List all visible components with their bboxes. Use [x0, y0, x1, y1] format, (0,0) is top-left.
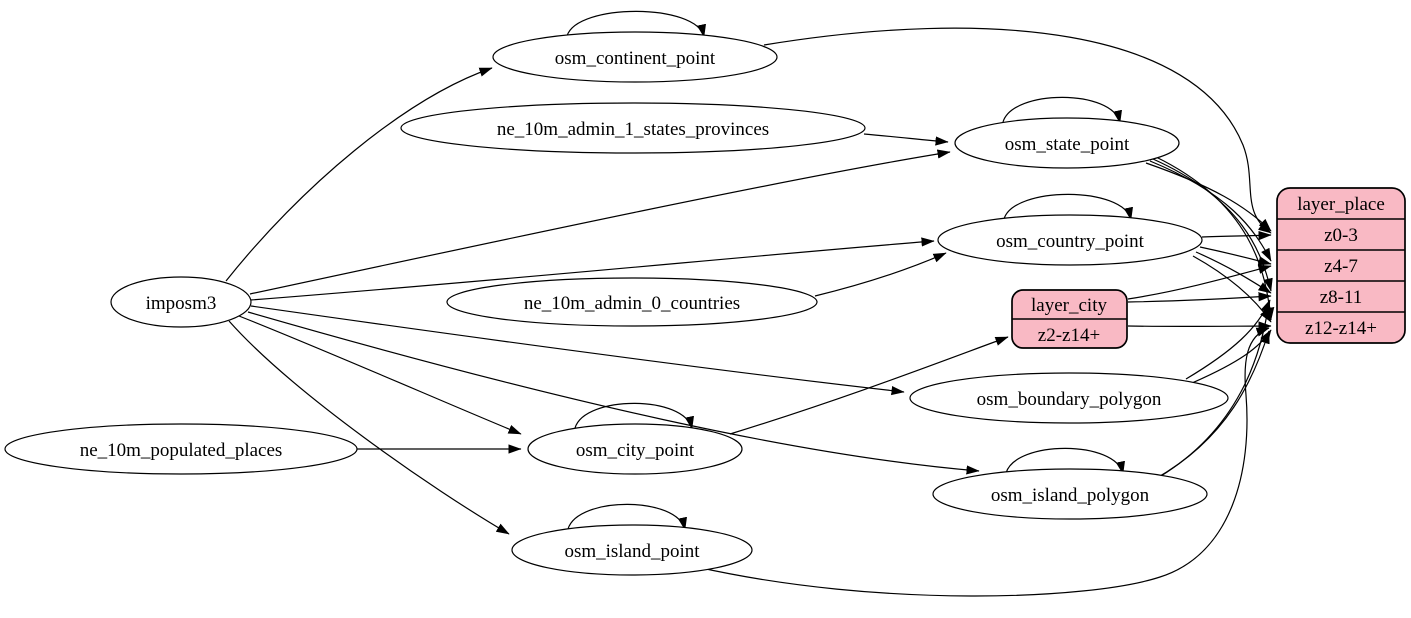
edge-osm_state_point-to-layer_place-z4-7	[1149, 160, 1272, 262]
record-row-z8-11: z8-11	[1320, 287, 1363, 308]
edge-osm_city_point-to-layer_city-z2-z14	[729, 336, 1009, 435]
node-label: ne_10m_admin_1_states_provinces	[497, 119, 769, 140]
edge-ne_10m_admin_0_countries-to-osm_country_point	[814, 252, 947, 297]
node-shape	[492, 31, 778, 83]
self-loop-osm_island_point	[567, 503, 687, 531]
edge-osm_country_point-to-layer_place-z8-11	[1195, 251, 1272, 294]
record-row-z12-z14: z12-z14+	[1305, 318, 1377, 339]
record-layer_place: layer_place z0-3 z4-7 z8-11 z12-z14+	[1276, 187, 1406, 344]
self-loop-osm_island_polygon	[1005, 447, 1125, 475]
edge-imposm3-to-osm_country_point	[250, 237, 935, 301]
node-shape	[400, 102, 866, 154]
edge-imposm3-to-osm_state_point	[249, 149, 951, 295]
node-shape	[4, 423, 358, 475]
edge-layer_city-to-layer_place-z4-7	[1127, 264, 1272, 300]
node-osm_boundary_polygon: osm_boundary_polygon	[909, 372, 1229, 424]
edge-osm_continent_point-to-layer_place-z0-3	[763, 27, 1272, 234]
edge-osm_boundary_polygon-to-layer_place-z12-z14	[1191, 329, 1272, 384]
self-loop-osm_continent_point	[566, 10, 706, 38]
node-shape	[110, 276, 252, 328]
node-ne_10m_populated_places: ne_10m_populated_places	[4, 423, 358, 475]
node-ne_10m_admin_0_countries: ne_10m_admin_0_countries	[446, 277, 818, 327]
node-osm_city_point: osm_city_point	[527, 423, 743, 475]
node-osm_island_polygon: osm_island_polygon	[932, 468, 1208, 520]
edge-imposm3-to-osm_island_polygon	[247, 311, 980, 475]
edge-imposm3-to-osm_continent_point	[225, 67, 493, 282]
edge-osm_island_polygon-to-layer_place-z12-z14	[1154, 330, 1270, 480]
record-row-z2-z14: z2-z14+	[1038, 325, 1100, 346]
nodes-group: osm_continent_point ne_10m_admin_1_state…	[4, 31, 1229, 576]
node-shape	[932, 468, 1208, 520]
node-shape	[527, 423, 743, 475]
edges-group	[225, 10, 1275, 597]
self-loop-osm_state_point	[1002, 96, 1122, 124]
edge-imposm3-to-osm_city_point	[238, 315, 522, 435]
edge-osm_country_point-to-layer_place-z0-3	[1201, 230, 1272, 241]
node-shape	[937, 214, 1203, 266]
node-label: osm_boundary_polygon	[977, 389, 1162, 410]
node-label: osm_state_point	[1005, 134, 1130, 155]
edge-ne_10m_admin_1_states_provinces-to-osm_state_point	[863, 133, 949, 146]
record-layer_city: layer_city z2-z14+	[1011, 289, 1128, 349]
record-row-z4-7: z4-7	[1324, 256, 1358, 277]
node-label: imposm3	[146, 293, 217, 314]
node-osm_country_point: osm_country_point	[937, 214, 1203, 266]
node-osm_state_point: osm_state_point	[954, 117, 1180, 169]
edge-osm_country_point-to-layer_place-z4-7	[1199, 246, 1272, 266]
edge-imposm3-to-osm_island_point	[228, 320, 510, 535]
node-label: osm_city_point	[576, 440, 695, 461]
record-row-z0-3: z0-3	[1324, 225, 1358, 246]
node-shape	[511, 524, 753, 576]
edge-layer_city-to-layer_place-z8-11	[1127, 292, 1272, 303]
node-osm_continent_point: osm_continent_point	[492, 31, 778, 83]
node-label: osm_country_point	[996, 231, 1144, 252]
edge-osm_state_point-to-layer_place-z0-3	[1145, 162, 1272, 232]
node-shape	[954, 117, 1180, 169]
record-shape	[1276, 187, 1406, 344]
record-title: layer_place	[1297, 194, 1385, 215]
node-label: osm_island_point	[564, 541, 700, 562]
edge-osm_island_point-to-layer_place-z12-z14	[696, 327, 1270, 597]
record-title: layer_city	[1031, 295, 1107, 316]
edge-osm_boundary_polygon-to-layer_place-z8-11	[1185, 299, 1271, 380]
edge-imposm3-to-osm_boundary_polygon	[250, 305, 905, 396]
node-label: osm_continent_point	[555, 48, 716, 69]
self-loop-osm_country_point	[1003, 193, 1133, 221]
node-osm_island_point: osm_island_point	[511, 524, 753, 576]
node-ne_10m_admin_1_states_provinces: ne_10m_admin_1_states_provinces	[400, 102, 866, 154]
node-label: ne_10m_populated_places	[80, 440, 283, 461]
node-label: osm_island_polygon	[991, 485, 1150, 506]
edge-osm_state_point-to-layer_place-z8-11	[1152, 158, 1273, 292]
self-loop-osm_city_point	[574, 402, 694, 430]
node-label: ne_10m_admin_0_countries	[524, 293, 740, 314]
node-shape	[909, 372, 1229, 424]
node-shape	[446, 277, 818, 327]
node-imposm3: imposm3	[110, 276, 252, 328]
